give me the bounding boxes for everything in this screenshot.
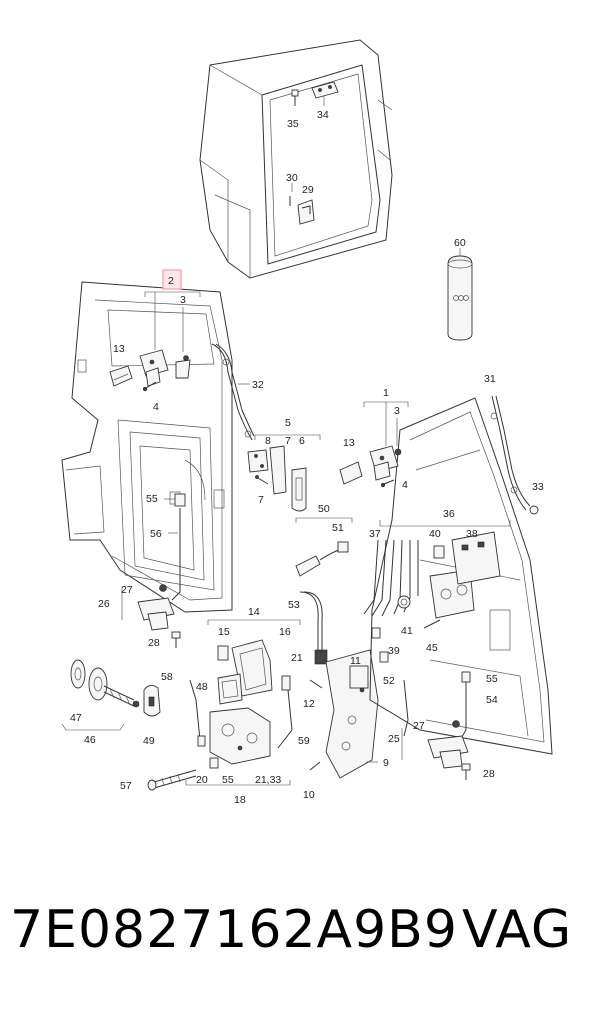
label-49: 49 <box>143 735 155 747</box>
label-27-left: 27 <box>121 584 133 596</box>
label-14: 14 <box>248 606 260 618</box>
label-31: 31 <box>484 373 496 385</box>
label-33: 33 <box>532 481 544 493</box>
label-30: 30 <box>286 172 298 184</box>
callout-labels: 2 3 13 4 32 35 34 30 29 60 5 8 7 6 7 1 3… <box>70 109 544 806</box>
footer: 7E0827162A9B9 VAG <box>0 900 600 970</box>
label-21-33: 21,33 <box>255 774 281 786</box>
label-32: 32 <box>252 379 264 391</box>
label-38: 38 <box>466 528 478 540</box>
label-27-right: 27 <box>413 720 425 732</box>
part-29-striker <box>289 183 315 225</box>
label-4-right: 4 <box>402 479 408 491</box>
label-29: 29 <box>302 184 314 196</box>
label-48: 48 <box>196 681 208 693</box>
label-46: 46 <box>84 734 96 746</box>
right-door-panel <box>369 397 553 755</box>
label-10: 10 <box>303 789 315 801</box>
label-53: 53 <box>288 599 300 611</box>
part-32-cable <box>211 343 255 441</box>
part-34-top-hinge <box>311 81 339 106</box>
label-59: 59 <box>298 735 310 747</box>
label-12: 12 <box>303 698 315 710</box>
part-26-hinge-left <box>137 584 181 648</box>
part-37-rods <box>363 539 445 663</box>
label-16: 16 <box>279 626 291 638</box>
part-60-spray-can <box>447 248 473 341</box>
part-5-handle-group <box>247 445 307 512</box>
part-2-door-lock-left <box>139 349 191 387</box>
label-51: 51 <box>332 522 344 534</box>
label-56: 56 <box>150 528 162 540</box>
label-18: 18 <box>234 794 246 806</box>
label-55-left: 55 <box>146 493 158 505</box>
label-5: 5 <box>285 417 291 429</box>
label-13-right: 13 <box>343 437 355 449</box>
label-11: 11 <box>350 655 361 667</box>
part-31-cable-right <box>490 395 539 515</box>
label-1: 1 <box>383 387 389 399</box>
label-3: 3 <box>180 294 186 306</box>
label-54: 54 <box>486 694 498 706</box>
vehicle-body-outline <box>199 39 393 279</box>
label-13: 13 <box>113 343 125 355</box>
label-26: 26 <box>98 598 110 610</box>
part-50-actuator <box>295 541 349 652</box>
part-46-lock-cylinder <box>70 659 140 708</box>
part-9-lock-panel <box>309 649 379 779</box>
label-39: 39 <box>388 645 400 657</box>
label-25: 25 <box>388 733 400 745</box>
label-28-right: 28 <box>483 768 495 780</box>
label-3-right: 3 <box>394 405 400 417</box>
brand-name: VAG <box>462 900 573 960</box>
part-14-lock-mid <box>217 639 328 705</box>
label-36: 36 <box>443 508 455 520</box>
label-4: 4 <box>153 401 159 413</box>
label-9: 9 <box>383 757 389 769</box>
label-2: 2 <box>168 275 174 287</box>
parts-diagram: 2 3 13 4 32 35 34 30 29 60 5 8 7 6 7 1 3… <box>61 39 553 806</box>
label-40: 40 <box>429 528 441 540</box>
label-55-lower: 55 <box>222 774 234 786</box>
label-57: 57 <box>120 780 132 792</box>
part-25-hinge-right <box>427 720 471 780</box>
part-18-lock-lower <box>147 679 293 791</box>
label-35: 35 <box>287 118 299 130</box>
label-37: 37 <box>369 528 381 540</box>
part-13-bracket-left <box>109 365 133 387</box>
label-7: 7 <box>285 435 291 447</box>
label-34: 34 <box>317 109 329 121</box>
label-28-left: 28 <box>148 637 160 649</box>
label-47: 47 <box>70 712 82 724</box>
group-brackets <box>61 291 511 786</box>
part-1-door-lock-right <box>339 445 402 488</box>
part-35-bolt <box>291 89 299 106</box>
label-45: 45 <box>426 642 438 654</box>
label-50: 50 <box>318 503 330 515</box>
part-2-highlight-box <box>162 269 182 290</box>
part-number: 7E0827162A9B9 <box>10 900 458 960</box>
label-21: 21 <box>291 652 303 664</box>
label-52: 52 <box>383 675 395 687</box>
label-60: 60 <box>454 237 466 249</box>
label-15: 15 <box>218 626 230 638</box>
label-8: 8 <box>265 435 271 447</box>
label-55-right: 55 <box>486 673 498 685</box>
label-41: 41 <box>401 625 413 637</box>
left-door-panel <box>61 281 233 613</box>
part-4-screw-left <box>142 381 157 392</box>
label-58: 58 <box>161 671 173 683</box>
label-6: 6 <box>299 435 305 447</box>
part-49-escutcheon <box>143 685 161 717</box>
part-56-rod-left <box>164 493 186 601</box>
label-7-lower: 7 <box>258 494 264 506</box>
label-20: 20 <box>196 774 208 786</box>
